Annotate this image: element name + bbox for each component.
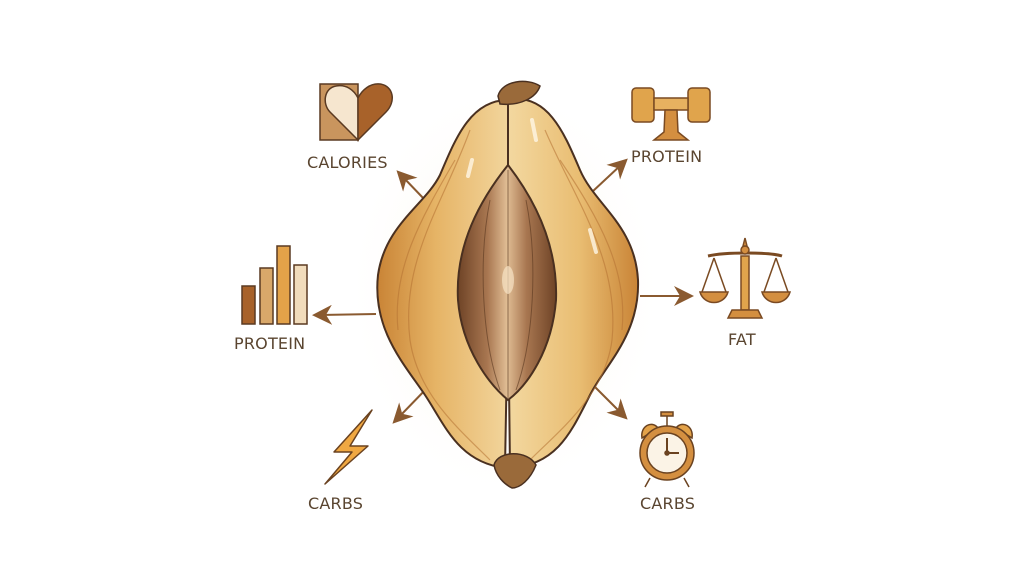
arrow-protein-left [312, 304, 377, 325]
arrow-protein-top [591, 158, 628, 193]
dumbbell-icon [631, 87, 711, 141]
nut-bottom-tip [493, 453, 537, 489]
shell-left-half [376, 98, 509, 470]
balance-scale-icon [699, 237, 791, 319]
arrows [312, 158, 694, 424]
label-protein-left: PROTEIN [234, 334, 306, 353]
label-carbs-right: CARBS [640, 494, 696, 513]
label-calories: CALORIES [307, 153, 388, 172]
lightning-bolt-icon [324, 409, 373, 485]
alarm-clock-icon [639, 411, 695, 488]
heart-icon [319, 83, 393, 142]
label-protein-top: PROTEIN [631, 147, 703, 166]
nut-top-tip [497, 80, 541, 106]
bar-chart-icon [241, 245, 308, 325]
shell-right-half [507, 98, 640, 470]
label-carbs-left: CARBS [308, 494, 364, 513]
nut-illustration [376, 80, 640, 489]
arrow-calories [396, 170, 426, 201]
label-fat: FAT [728, 330, 756, 349]
arrow-carbs-right [591, 383, 628, 420]
